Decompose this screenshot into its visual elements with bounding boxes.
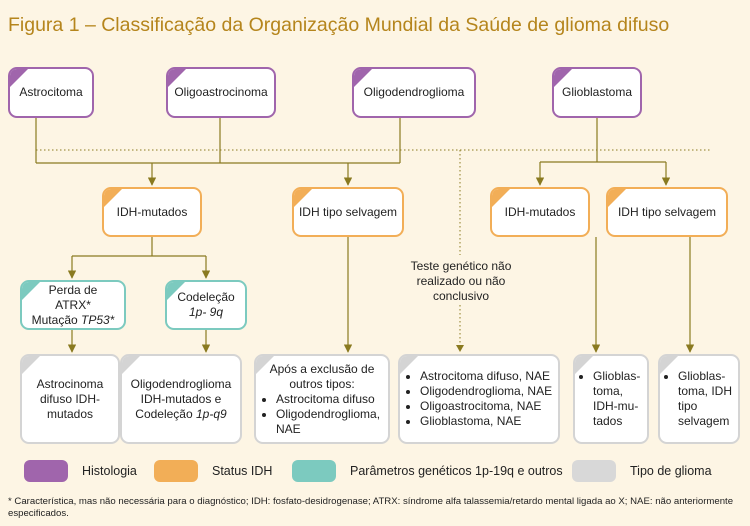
genetic-tp53-gene: TP53* bbox=[81, 312, 115, 327]
genetic-codeletion: Codeleção 1p- 9q bbox=[165, 280, 247, 330]
type-astrocinoma-idh-mutated: Astrocinoma difuso IDH- mutados bbox=[20, 354, 120, 444]
legend-swatch-idh bbox=[154, 460, 198, 482]
type-oligo-line1: Oligodendroglioma bbox=[130, 376, 232, 391]
legend-swatch-type bbox=[572, 460, 616, 482]
type-nae-items: Astrocitoma difuso, NAE Oligodendrogliom… bbox=[400, 369, 552, 429]
type-glioblastoma-idh-mutated: Glioblas-toma, IDH-mu-tados bbox=[573, 354, 649, 444]
idh-mutated-left-label: IDH-mutados bbox=[116, 204, 188, 219]
histology-glioblastoma: Glioblastoma bbox=[552, 67, 642, 118]
legend-histology: Histologia bbox=[24, 459, 137, 483]
type-nae-item: Oligoastrocitoma, NAE bbox=[420, 399, 552, 414]
legend-label-type: Tipo de glioma bbox=[630, 464, 712, 478]
type-astro-line3: mutados bbox=[46, 406, 93, 421]
genetic-codel-line1: Codeleção bbox=[177, 290, 235, 304]
idh-mutated-right-label: IDH-mutados bbox=[504, 204, 576, 219]
idh-wild-left-label: IDH tipo selvagem bbox=[298, 204, 398, 219]
type-nae-item: Oligodendroglioma, NAE bbox=[420, 384, 552, 399]
type-oligo-codel-code: 1p-q9 bbox=[196, 406, 227, 421]
type-corner-marker bbox=[22, 356, 40, 374]
idh-mutated-left: IDH-mutados bbox=[102, 187, 202, 237]
footnote: * Característica, mas não necessária par… bbox=[8, 496, 734, 519]
type-nae-list: Astrocitoma difuso, NAE Oligodendrogliom… bbox=[398, 354, 560, 444]
genetic-atrx-line2-prefix: Mutação bbox=[31, 312, 81, 327]
legend-swatch-genetic bbox=[292, 460, 336, 482]
figure-title: Figura 1 – Classificação da Organização … bbox=[8, 14, 670, 36]
idh-wild-right: IDH tipo selvagem bbox=[606, 187, 728, 237]
histology-oligodendroglioma: Oligodendroglioma bbox=[352, 67, 476, 118]
type-oligodendroglioma-codeletion: Oligodendroglioma IDH-mutados e Codeleçã… bbox=[120, 354, 242, 444]
genetic-atrx-line2: Mutação TP53* bbox=[26, 313, 120, 328]
idh-wild-right-label: IDH tipo selvagem bbox=[617, 204, 717, 219]
type-oligo-line2: IDH-mutados e bbox=[140, 391, 222, 406]
idh-wild-left: IDH tipo selvagem bbox=[292, 187, 404, 237]
legend-idh-status: Status IDH bbox=[154, 459, 272, 483]
untested-note: Teste genético não realizado ou não conc… bbox=[398, 259, 524, 304]
type-glioblastoma-idh-wild: Glioblas-toma, IDH tipo selvagem bbox=[658, 354, 740, 444]
legend-label-genetic: Parâmetros genéticos 1p-19q e outros bbox=[350, 464, 563, 478]
genetic-atrx-line1: Perda de ATRX* bbox=[48, 282, 98, 312]
legend-label-histology: Histologia bbox=[82, 464, 137, 478]
type-exclusion-item: Astrocitoma difuso bbox=[276, 392, 382, 407]
type-gbm-wild-item: Glioblas-toma, IDH tipo selvagem bbox=[678, 369, 734, 429]
legend-glioma-type: Tipo de glioma bbox=[572, 459, 712, 483]
type-nae-item: Astrocitoma difuso, NAE bbox=[420, 369, 552, 384]
genetic-atrx-tp53: Perda de ATRX* Mutação TP53* bbox=[20, 280, 126, 330]
histology-oligoastrocinoma-label: Oligoastrocinoma bbox=[174, 85, 268, 99]
histology-astrocitoma-label: Astrocitoma bbox=[19, 85, 83, 99]
legend-label-idh: Status IDH bbox=[212, 464, 273, 478]
type-exclusion-list: Astrocitoma difuso Oligodendroglioma, NA… bbox=[262, 392, 382, 437]
type-nae-item: Glioblastoma, NAE bbox=[420, 414, 552, 429]
histology-astrocitoma: Astrocitoma bbox=[8, 67, 94, 118]
legend-genetic: Parâmetros genéticos 1p-19q e outros bbox=[292, 459, 563, 483]
histology-glioblastoma-label: Glioblastoma bbox=[561, 85, 633, 99]
type-oligo-line3-prefix: Codeleção bbox=[135, 406, 196, 421]
type-after-exclusion: Após a exclusão de outros tipos: Astroci… bbox=[254, 354, 390, 444]
type-oligo-line3: Codeleção 1p-q9 bbox=[127, 407, 236, 422]
idh-mutated-right: IDH-mutados bbox=[490, 187, 590, 237]
histology-oligoastrocinoma: Oligoastrocinoma bbox=[166, 67, 276, 118]
type-exclusion-item: Oligodendroglioma, NAE bbox=[276, 407, 382, 437]
type-gbm-mutated-item: Glioblas-toma, IDH-mu-tados bbox=[593, 369, 645, 429]
type-astro-line1: Astrocinoma bbox=[36, 376, 104, 391]
genetic-codel-line2: 1p- 9q bbox=[188, 305, 224, 319]
histology-oligodendroglioma-label: Oligodendroglioma bbox=[363, 85, 465, 99]
type-astro-line2: difuso IDH- bbox=[39, 391, 100, 406]
legend-swatch-histology bbox=[24, 460, 68, 482]
type-corner-marker bbox=[122, 356, 140, 374]
type-exclusion-intro: Após a exclusão de outros tipos: bbox=[269, 361, 375, 391]
